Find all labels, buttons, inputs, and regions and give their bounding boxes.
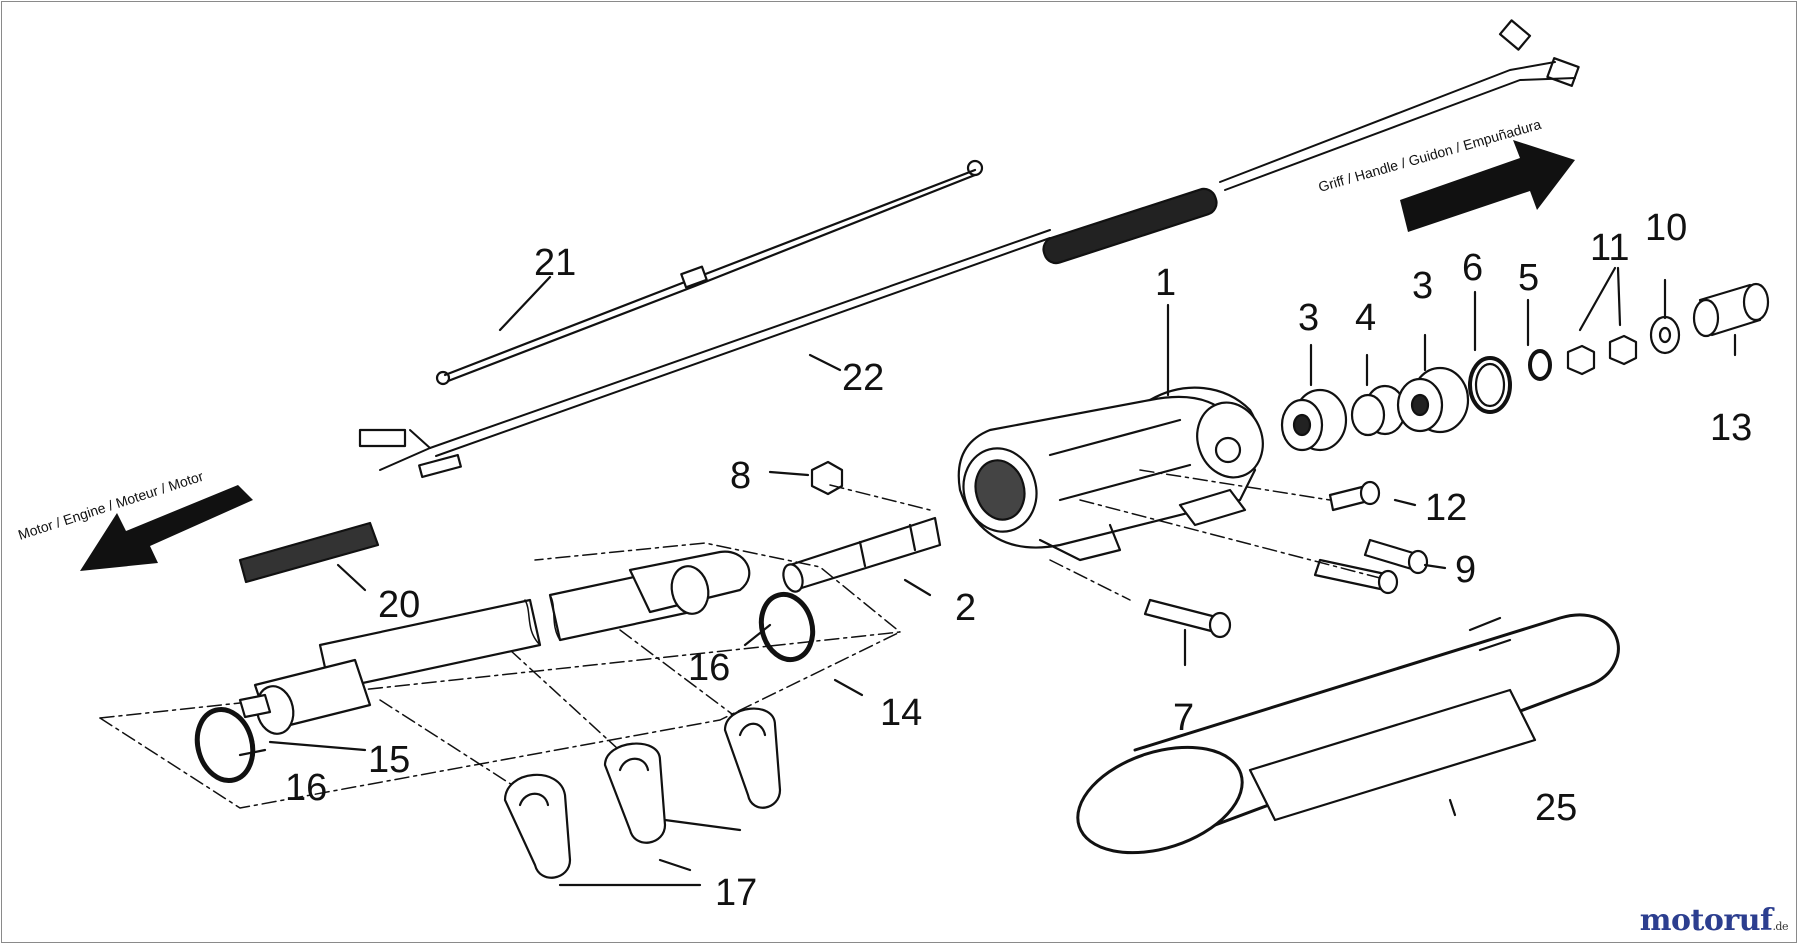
part-label-20: 20 — [378, 584, 420, 626]
protective-cover-25 — [1076, 613, 1620, 855]
assembly-lines — [99, 469, 1381, 809]
watermark-name: motoruf — [1639, 903, 1773, 938]
o-ring-16-upper — [758, 591, 816, 663]
circlip-6 — [1468, 356, 1512, 414]
cable-spring-sleeve — [1042, 187, 1218, 265]
part-label-14: 14 — [880, 692, 922, 734]
cable-connector-left — [418, 453, 462, 479]
clamps-17 — [503, 707, 782, 879]
circlip-5 — [1528, 349, 1552, 381]
hex-nut-8 — [810, 460, 844, 496]
part-label-25: 25 — [1535, 787, 1577, 829]
part-label-3b: 3 — [1412, 265, 1433, 307]
throttle-cable-22 — [358, 19, 1580, 479]
spring-20 — [238, 521, 380, 584]
part-label-21: 21 — [534, 242, 576, 284]
part-label-5: 5 — [1518, 257, 1539, 299]
part-label-22: 22 — [842, 357, 884, 399]
handle-direction-arrow — [1400, 140, 1575, 232]
part-label-9: 9 — [1455, 549, 1476, 591]
bearing-3-a — [1280, 388, 1348, 452]
watermark-logo: motoruf.de — [1639, 903, 1789, 938]
part-label-16b: 16 — [285, 767, 327, 809]
part-label-3a: 3 — [1298, 297, 1319, 339]
part-label-12: 12 — [1425, 487, 1467, 529]
o-ring-16-lower — [194, 707, 256, 783]
part-label-6: 6 — [1462, 247, 1483, 289]
part-label-10: 10 — [1645, 207, 1687, 249]
part-label-8: 8 — [730, 455, 751, 497]
cable-connector-left — [358, 428, 407, 448]
drive-tube-14 — [238, 550, 751, 735]
part-label-17: 17 — [715, 872, 757, 914]
sleeve-13 — [1692, 282, 1770, 338]
leader-lines — [238, 266, 1737, 887]
spacer-4 — [1350, 384, 1407, 437]
part-label-7: 7 — [1173, 697, 1194, 739]
screw-12 — [1328, 480, 1381, 512]
shaft-end-15 — [238, 693, 272, 719]
washer-10 — [1649, 315, 1681, 355]
screws-9 — [1313, 538, 1429, 595]
drive-shaft-2 — [782, 516, 942, 593]
nut-11 — [1566, 334, 1638, 376]
part-label-11: 11 — [1590, 227, 1629, 269]
motor-direction-arrow — [80, 485, 253, 571]
part-label-2: 2 — [955, 587, 976, 629]
bearing-3-b — [1396, 366, 1470, 434]
cable-terminal-connector — [1546, 57, 1580, 87]
screw-7 — [1143, 598, 1232, 639]
cable-terminal-connector — [1498, 19, 1532, 51]
part-label-16a: 16 — [688, 647, 730, 689]
stop-wire-21 — [435, 159, 984, 386]
part-label-1: 1 — [1155, 262, 1176, 304]
gear-housing-1 — [957, 386, 1264, 562]
part-label-4: 4 — [1355, 297, 1376, 339]
part-label-15: 15 — [368, 739, 410, 781]
part-label-13: 13 — [1710, 407, 1752, 449]
watermark-tld: .de — [1772, 920, 1788, 933]
